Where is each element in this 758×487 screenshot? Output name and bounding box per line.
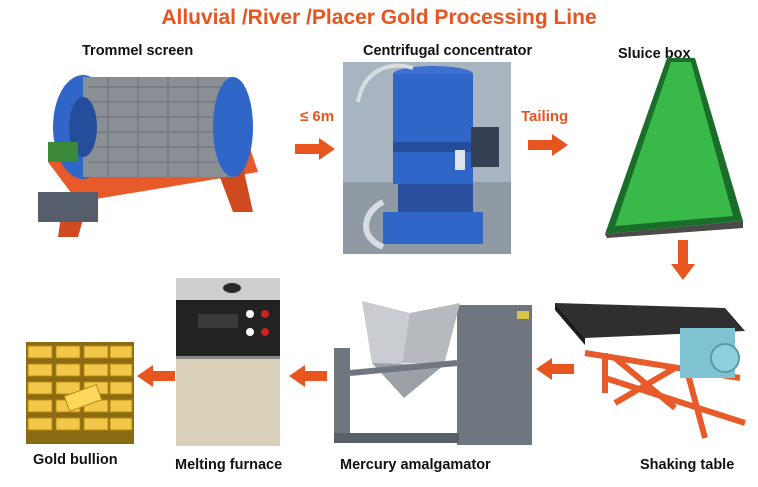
- diagram-title: Alluvial /River /Placer Gold Processing …: [161, 6, 597, 29]
- sluice-box-image: [605, 58, 743, 238]
- trommel-screen-image: [38, 75, 258, 237]
- gold-bullion-label: Gold bullion: [33, 452, 118, 468]
- melting-furnace-image: [176, 278, 280, 446]
- mercury-amalgamator-image: [334, 301, 532, 445]
- melting-furnace-label: Melting furnace: [175, 457, 283, 473]
- centrifugal-concentrator-label: Centrifugal concentrator: [363, 43, 533, 59]
- arrow-right-icon: [528, 134, 568, 156]
- shaking-table-image: [555, 303, 746, 439]
- arrow-left-icon: [536, 358, 574, 380]
- gold-bullion-image: [26, 342, 134, 444]
- arrow-down-icon: [671, 240, 695, 280]
- arrow-right-icon: [295, 138, 335, 160]
- centrifugal-concentrator-image: [343, 62, 511, 254]
- arrow-left-icon: [289, 365, 327, 387]
- mercury-amalgamator-label: Mercury amalgamator: [340, 457, 491, 473]
- shaking-table-label: Shaking table: [640, 457, 735, 473]
- trommel-screen-label: Trommel screen: [82, 43, 194, 59]
- size-note: ≤ 6m: [300, 108, 335, 125]
- tailing-note: Tailing: [521, 108, 569, 125]
- arrow-left-icon: [137, 365, 175, 387]
